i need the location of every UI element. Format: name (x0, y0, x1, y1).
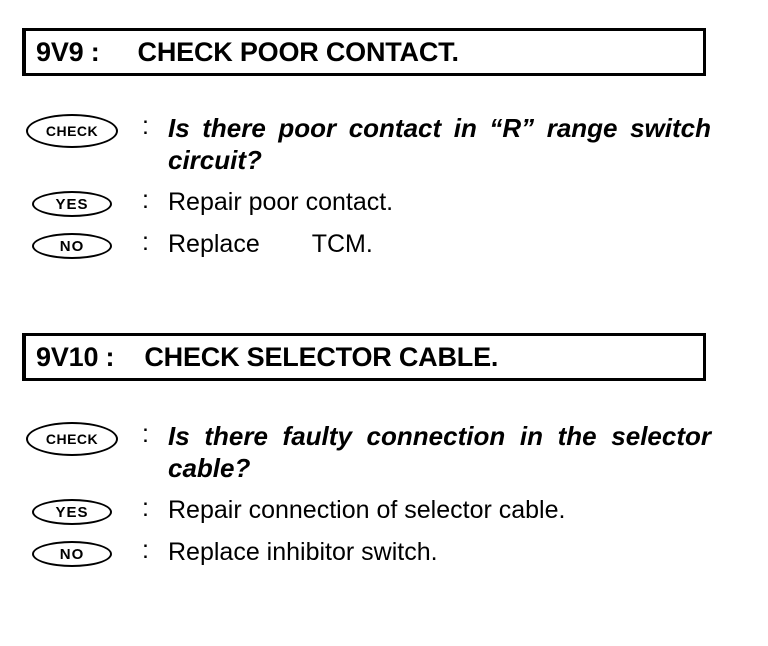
step-header-9v9: 9V9 : CHECK POOR CONTACT. (22, 28, 706, 76)
yes-badge: YES (32, 499, 112, 525)
check-row: CHECK : Is there faulty connection in th… (26, 420, 716, 486)
separator: : (142, 494, 149, 522)
no-action: Replace TCM. (168, 228, 711, 260)
no-action: Replace inhibitor switch. (168, 538, 438, 566)
step-header-9v10: 9V10 : CHECK SELECTOR CABLE. (22, 333, 706, 381)
check-badge-label: CHECK (45, 123, 99, 139)
check-question: Is there poor contact in “R” range switc… (168, 113, 711, 175)
no-action-verb: Replace (168, 230, 260, 258)
no-badge-label: NO (59, 545, 85, 563)
separator: : (142, 420, 149, 448)
yes-badge-label: YES (55, 195, 89, 213)
yes-action: Repair connection of selector cable. (168, 496, 566, 524)
check-row: CHECK : Is there poor contact in “R” ran… (26, 112, 716, 178)
separator: : (142, 536, 149, 564)
yes-row: YES : Repair poor contact. (26, 186, 716, 220)
check-badge: CHECK (26, 114, 118, 148)
step-title: CHECK POOR CONTACT. (137, 36, 459, 67)
no-row: NO : Replace inhibitor switch. (26, 536, 716, 570)
no-badge-label: NO (59, 237, 85, 255)
step-title: CHECK SELECTOR CABLE. (144, 341, 499, 372)
separator: : (142, 112, 149, 140)
check-question: Is there faulty connection in the select… (168, 421, 711, 483)
no-action-object: TCM. (311, 230, 373, 258)
no-row: NO : Replace TCM. (26, 228, 716, 262)
separator: : (142, 228, 149, 256)
yes-badge: YES (32, 191, 112, 217)
no-badge: NO (32, 233, 112, 259)
no-badge: NO (32, 541, 112, 567)
step-code: 9V9 : (36, 36, 100, 67)
check-badge-label: CHECK (45, 431, 99, 447)
yes-row: YES : Repair connection of selector cabl… (26, 494, 716, 528)
check-badge: CHECK (26, 422, 118, 456)
yes-action: Repair poor contact. (168, 188, 394, 216)
separator: : (142, 186, 149, 214)
yes-badge-label: YES (55, 503, 89, 521)
step-code: 9V10 : (36, 341, 115, 372)
